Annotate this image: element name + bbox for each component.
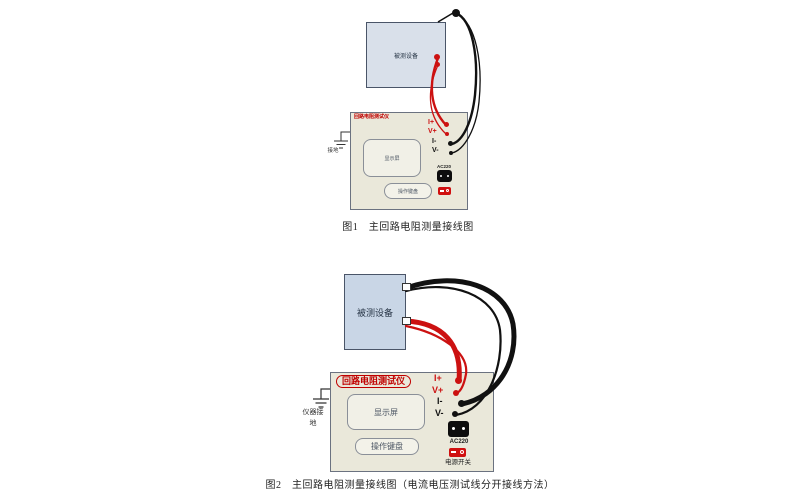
- figure2-device-label: 被测设备: [356, 307, 393, 318]
- figure1-terminal-v-minus-dot: [449, 151, 453, 155]
- figure2-terminal-v-minus-label: V-: [435, 408, 444, 418]
- figure1-red-probe-dot-b: [435, 62, 440, 67]
- figure2-ground-label: 仪器接 地: [298, 408, 328, 429]
- figure2-terminal-v-minus-dot: [452, 411, 458, 417]
- figure2-terminal-i-minus-dot: [458, 400, 465, 407]
- figure2-terminal-i-plus-dot: [455, 377, 462, 384]
- figure1-device-box: 被测设备: [366, 22, 446, 88]
- figure1-red-probe-dot-a: [434, 54, 440, 60]
- figure2-display-label: 显示屏: [374, 407, 398, 417]
- figure1-power-socket-icon: [437, 170, 452, 182]
- figure1-instrument-title: 回路电阻测试仪: [354, 114, 390, 120]
- figure1-terminal-v-plus-dot: [445, 132, 449, 136]
- figure1-terminal-i-minus-dot: [448, 141, 453, 146]
- figure2-ground-label-line1: 仪器接: [302, 409, 324, 416]
- figure2-terminal-v-plus-label: V+: [432, 385, 444, 395]
- figure2-terminal-i-minus-label: I-: [437, 396, 443, 406]
- figure1-terminal-i-plus-label: I+: [428, 119, 435, 126]
- figure1-keyboard-label: 操作键盘: [397, 188, 418, 195]
- figure1-socket-label: AC220: [436, 164, 451, 169]
- figure2-switch-label: 电源开关: [445, 459, 471, 466]
- figure2-power-switch-icon: [449, 448, 466, 457]
- figure2-terminal-v-plus-dot: [453, 390, 459, 396]
- figure1-terminal-i-minus-label: I-: [432, 138, 437, 145]
- figure2-keyboard: 操作键盘: [355, 438, 419, 455]
- figure2-caption: 图2 主回路电阻测量接线图（电流电压测试线分开接线方法）: [265, 480, 555, 491]
- figure1-device-label: 被测设备: [393, 53, 418, 60]
- figure2-device-terminal-top: [402, 283, 411, 291]
- figure2-device-box: 被测设备: [344, 274, 406, 350]
- figure1-keyboard: 操作键盘: [384, 183, 432, 199]
- figure1-display-label: 显示屏: [384, 155, 400, 162]
- figure1-ground-label: 接地: [327, 148, 339, 154]
- figure2-socket-label: AC220: [449, 439, 469, 445]
- figure1-terminal-v-plus-label: V+: [428, 128, 437, 135]
- figure1-caption: 图1 主回路电阻测量接线图: [342, 222, 474, 233]
- figure1-power-switch-icon: [438, 187, 451, 195]
- figure2-device-terminal-bottom: [402, 317, 411, 325]
- figure2-power-socket-icon: [448, 421, 469, 437]
- figure2-keyboard-label: 操作键盘: [371, 442, 403, 451]
- figure1-black-probe-dot: [452, 9, 460, 17]
- figure2-terminal-i-plus-label: I+: [434, 373, 442, 383]
- figure1-terminal-v-minus-label: V-: [432, 147, 439, 154]
- figure2-ground-label-line2: 地: [309, 419, 317, 427]
- figure2-display-screen: 显示屏: [347, 394, 425, 430]
- figure2-instrument-title: 回路电阻测试仪: [336, 375, 412, 388]
- figure1-terminal-i-plus-dot: [444, 122, 449, 127]
- figure1-display-screen: 显示屏: [363, 139, 421, 177]
